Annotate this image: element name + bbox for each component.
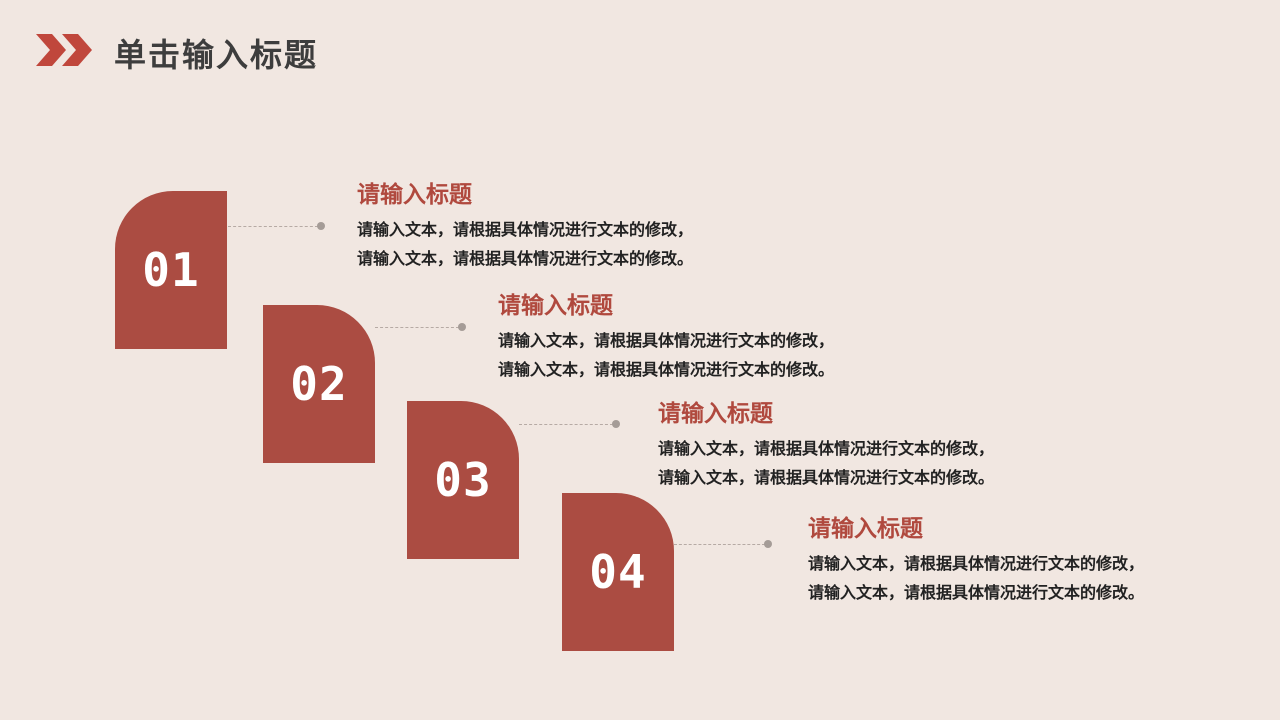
step-number: 02 [290, 357, 348, 411]
step-text-group-01: 请输入标题 请输入文本，请根据具体情况进行文本的修改， 请输入文本，请根据具体情… [357, 181, 693, 273]
step-number: 03 [434, 453, 492, 507]
connector-dot [317, 222, 325, 230]
page-title[interactable]: 单击输入标题 [114, 36, 319, 74]
step-text-line[interactable]: 请输入文本，请根据具体情况进行文本的修改， [498, 331, 835, 350]
step-title[interactable]: 请输入标题 [658, 401, 773, 427]
step-text-line[interactable]: 请输入文本，请根据具体情况进行文本的修改， [357, 220, 694, 239]
step-block-04: 04 [562, 493, 674, 651]
step-text-line[interactable]: 请输入文本，请根据具体情况进行文本的修改。 [658, 468, 995, 487]
step-text-line[interactable]: 请输入文本，请根据具体情况进行文本的修改， [658, 439, 995, 458]
step-text-group-02: 请输入标题 请输入文本，请根据具体情况进行文本的修改， 请输入文本，请根据具体情… [498, 292, 834, 384]
step-text-group-03: 请输入标题 请输入文本，请根据具体情况进行文本的修改， 请输入文本，请根据具体情… [658, 400, 994, 492]
connector-line [375, 327, 459, 328]
step-text-group-04: 请输入标题 请输入文本，请根据具体情况进行文本的修改， 请输入文本，请根据具体情… [808, 515, 1144, 607]
step-block-01: 01 [115, 191, 227, 349]
step-block-02: 02 [263, 305, 375, 463]
connector-line [674, 544, 765, 545]
step-title[interactable]: 请输入标题 [357, 182, 472, 208]
step-title[interactable]: 请输入标题 [808, 516, 923, 542]
step-number: 01 [142, 243, 200, 297]
connector-dot [764, 540, 772, 548]
step-text-line[interactable]: 请输入文本，请根据具体情况进行文本的修改。 [357, 249, 694, 268]
step-text-line[interactable]: 请输入文本，请根据具体情况进行文本的修改。 [498, 360, 835, 379]
connector-dot [458, 323, 466, 331]
connector-line [228, 226, 318, 227]
step-block-03: 03 [407, 401, 519, 559]
connector-line [519, 424, 613, 425]
step-title[interactable]: 请输入标题 [498, 293, 613, 319]
double-chevron-right-icon [36, 34, 92, 66]
step-text-line[interactable]: 请输入文本，请根据具体情况进行文本的修改。 [808, 583, 1145, 602]
step-number: 04 [589, 545, 647, 599]
step-text-line[interactable]: 请输入文本，请根据具体情况进行文本的修改， [808, 554, 1145, 573]
connector-dot [612, 420, 620, 428]
